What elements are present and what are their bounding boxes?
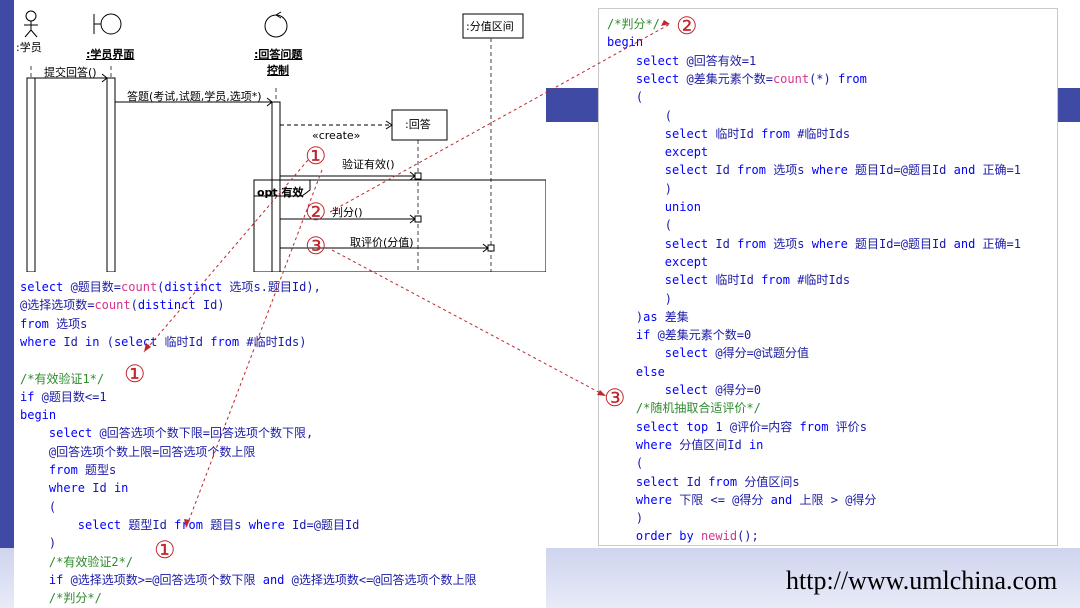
left-code-line: begin <box>20 408 57 423</box>
right-code-line: begin <box>607 35 644 50</box>
right-code-line: ( <box>607 108 673 123</box>
actor-student-label: :学员 <box>16 41 42 54</box>
right-code-line: select top 1 @评价=内容 from 评价s <box>635 419 867 434</box>
message-score: 判分() <box>332 206 363 219</box>
right-code-line: select @得分=0 <box>664 383 762 397</box>
left-code-line: /*判分*/ <box>20 591 102 606</box>
right-code-line: else <box>635 364 665 379</box>
left-code-line: @回答选项个数上限=回答选项个数上限 <box>20 444 256 459</box>
right-code-line: ) <box>607 511 644 526</box>
right-code-line: )as 差集 <box>607 309 689 324</box>
answer-object-label: :回答 <box>405 118 431 131</box>
marker-1-code-b: ① <box>154 536 176 564</box>
marker-3-code: ③ <box>604 384 626 412</box>
right-code-line: union <box>664 200 701 214</box>
right-code-line: ) <box>607 291 673 306</box>
right-code-line: order by newid(); <box>635 529 759 544</box>
opt-fragment-label: opt 有效 <box>257 186 304 199</box>
background-band-left <box>0 0 14 608</box>
left-code-line: ( <box>20 499 57 514</box>
right-code-line: where 分值区间Id in <box>635 437 764 452</box>
marker-2-code: ② <box>676 12 698 40</box>
right-code-line: select Id from 分值区间s <box>635 474 800 489</box>
right-code-line: ) <box>607 181 673 196</box>
message-create: «create» <box>312 129 361 142</box>
sequence-diagram: :学员 :学员界面 :回答问题 控制 :分值区间 :回答 提交回答() 答题(考… <box>14 10 546 272</box>
right-code-line: select 临时Id from #临时Ids <box>664 273 851 288</box>
left-code-line: @选择选项数=count(distinct Id) <box>20 298 225 313</box>
right-code-line: ( <box>607 456 644 471</box>
marker-2-diagram: ② <box>305 198 327 226</box>
right-code-line: select @得分=@试题分值 <box>664 346 810 361</box>
marker-1-diagram: ① <box>305 142 327 170</box>
left-code-line: if @题目数<=1 <box>20 389 107 404</box>
left-code-line: if @选择选项数>=@回答选项个数下限 and @选择选项数<=@回答选项个数… <box>48 572 477 587</box>
footer-url[interactable]: http://www.umlchina.com <box>786 566 1058 595</box>
right-code-line: /*判分*/ <box>607 17 660 31</box>
right-code-line: select @回答有效=1 <box>635 53 757 68</box>
lifelines <box>30 38 492 272</box>
actor-icon <box>24 10 38 38</box>
message-evaluate: 取评价(分值) <box>350 236 414 249</box>
right-code-line: select @差集元素个数=count(*) from <box>635 71 867 86</box>
actor-control-label-2: 控制 <box>267 64 289 77</box>
message-submit: 提交回答() <box>44 66 97 79</box>
activation-bars <box>26 77 281 272</box>
left-code-line: /*有效验证2*/ <box>20 554 134 569</box>
left-code-line: from 题型s <box>48 463 117 477</box>
left-code-line: select @题目数=count(distinct 选项s.题目Id), <box>20 280 321 294</box>
left-code-line: where Id in <box>48 481 129 496</box>
control-icon <box>264 11 288 38</box>
left-code-line: ) <box>20 536 57 551</box>
message-validate: 验证有效() <box>342 158 395 171</box>
actor-ui-label: :学员界面 <box>86 48 135 61</box>
right-code-line: select Id from 选项s where 题目Id=@题目Id and … <box>664 163 1022 178</box>
right-code-line: where 下限 <= @得分 and 上限 > @得分 <box>635 492 877 507</box>
right-code-line: except <box>664 254 709 269</box>
left-code-line: /*有效验证1*/ <box>20 371 105 386</box>
message-answer: 答题(考试,试题,学员,选项*) <box>127 90 262 103</box>
right-code-line: ( <box>607 218 673 233</box>
left-code-line: where Id in (select 临时Id from #临时Ids) <box>20 334 307 349</box>
left-code-line: select 题型Id from 题目s where Id=@题目Id <box>77 517 360 532</box>
actor-control-label: :回答问题 <box>254 48 303 61</box>
right-code-panel: /*判分*/ begin select @回答有效=1 select @差集元素个… <box>598 8 1058 546</box>
left-code-panel: select @题目数=count(distinct 选项s.题目Id), @选择… <box>14 272 546 608</box>
left-code-line: select @回答选项个数下限=回答选项个数下限, <box>48 426 314 441</box>
right-code-line: ( <box>607 90 644 105</box>
right-code-line: except <box>664 145 709 160</box>
boundary-icon <box>93 13 122 35</box>
marker-3-diagram: ③ <box>305 232 327 260</box>
right-code-line: if @差集元素个数=0 <box>635 328 752 343</box>
left-code-line: from 选项s <box>20 316 88 331</box>
right-code-line: select 临时Id from #临时Ids <box>664 126 851 141</box>
right-code-line: /*随机抽取合适评价*/ <box>607 401 761 416</box>
right-code-line: select Id from 选项s where 题目Id=@题目Id and … <box>664 236 1022 251</box>
marker-1-code-a: ① <box>124 360 146 388</box>
range-object-label: :分值区间 <box>466 20 514 33</box>
